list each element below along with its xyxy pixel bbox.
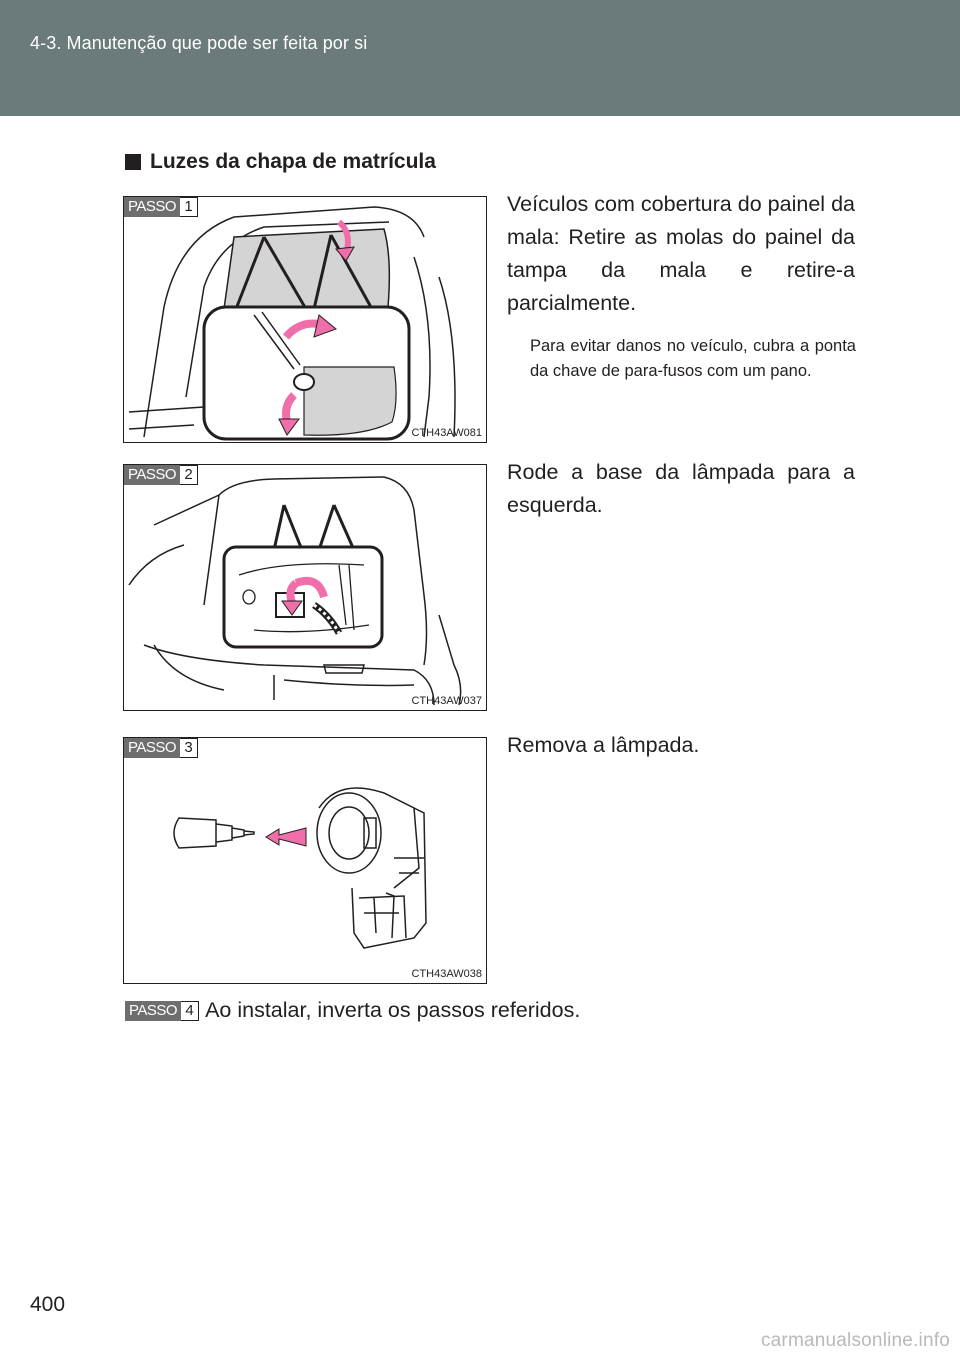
- step1-badge-word: PASSO: [124, 197, 181, 217]
- step3-text: Remova a lâmpada.: [507, 733, 700, 757]
- step3-figure: PASSO 3 CTH43AW038: [123, 737, 487, 984]
- step1-badge: PASSO 1: [124, 197, 199, 217]
- step1-badge-number: 1: [180, 197, 199, 217]
- trunk-lid-panel-illustration: [128, 206, 456, 441]
- step3-figure-code: CTH43AW038: [411, 968, 482, 980]
- step4-badge-number: 4: [181, 1000, 200, 1021]
- section-title-text: Luzes da chapa de matrícula: [150, 150, 436, 173]
- step2-figure: PASSO 2: [123, 464, 487, 711]
- page-header: 4-3. Manutenção que pode ser feita por s…: [0, 0, 960, 116]
- step4-badge-word: PASSO: [125, 1000, 182, 1021]
- step3-badge-number: 3: [180, 738, 199, 758]
- page-number: 400: [30, 1293, 66, 1316]
- step4: PASSO 4 Ao instalar, inverta os passos r…: [125, 998, 580, 1023]
- step1-text: Veículos com cobertura do painel da mala…: [507, 192, 855, 315]
- step1-note: Para evitar danos no veículo, cubra a po…: [530, 337, 856, 380]
- bulb-removal-illustration: [173, 787, 427, 949]
- step4-text: Ao instalar, inverta os passos referidos…: [205, 998, 581, 1022]
- chapter-title: 4-3. Manutenção que pode ser feita por s…: [30, 33, 368, 53]
- step4-badge: PASSO 4: [125, 1000, 200, 1021]
- step1-figure: PASSO 1 CTH43AW081: [123, 196, 487, 443]
- bulb-base-rotation-illustration: [128, 476, 462, 706]
- section-heading: Luzes da chapa de matrícula: [125, 150, 436, 174]
- step3-badge: PASSO 3: [124, 738, 199, 758]
- step2-text: Rode a base da lâmpada para a esquerda.: [507, 460, 855, 517]
- step2-badge-number: 2: [180, 465, 199, 485]
- square-bullet-icon: [125, 154, 141, 170]
- step2-badge-word: PASSO: [124, 465, 181, 485]
- step1-figure-code: CTH43AW081: [411, 427, 482, 439]
- step3-badge-word: PASSO: [124, 738, 181, 758]
- step2-figure-code: CTH43AW037: [411, 695, 482, 707]
- step2-badge: PASSO 2: [124, 465, 199, 485]
- watermark: carmanualsonline.info: [760, 1330, 950, 1351]
